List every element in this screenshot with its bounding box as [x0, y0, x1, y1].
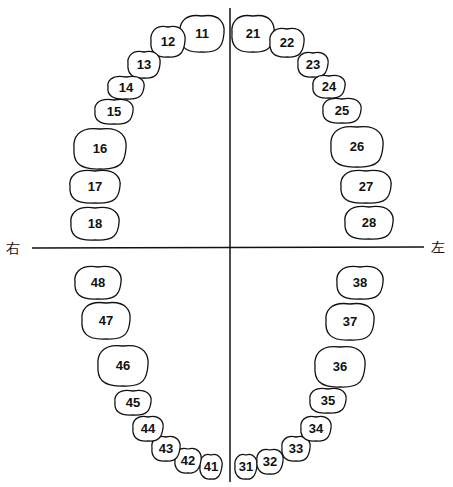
tooth-number: 16 [93, 142, 107, 155]
tooth-number: 21 [246, 27, 260, 40]
tooth: 36 [314, 344, 366, 388]
tooth: 25 [322, 96, 362, 124]
tooth-number: 44 [141, 422, 155, 435]
tooth-shape [74, 129, 126, 170]
tooth-shape [128, 51, 160, 78]
tooth-number: 23 [306, 58, 320, 71]
tooth-number: 35 [321, 394, 335, 407]
tooth: 15 [94, 97, 134, 125]
tooth: 18 [70, 205, 120, 241]
tooth-shape [200, 454, 222, 479]
tooth-number: 11 [195, 27, 209, 40]
tooth-number: 17 [88, 180, 102, 193]
tooth-number: 38 [353, 276, 367, 289]
tooth: 46 [97, 343, 149, 387]
tooth-number: 13 [137, 58, 151, 71]
tooth: 47 [81, 300, 131, 340]
tooth-number: 48 [91, 276, 105, 289]
tooth-shape [331, 127, 383, 168]
tooth: 16 [73, 126, 127, 170]
tooth: 41 [199, 452, 223, 480]
tooth-number: 46 [116, 359, 130, 372]
tooth-shape [133, 416, 163, 441]
tooth-shape [301, 416, 331, 441]
tooth: 27 [340, 168, 392, 204]
tooth-number: 41 [204, 460, 218, 473]
tooth-shape [341, 170, 391, 203]
tooth-number: 25 [335, 104, 349, 117]
tooth: 13 [127, 49, 161, 79]
tooth-shape [180, 16, 224, 53]
tooth: 22 [269, 26, 305, 58]
tooth-number: 27 [359, 180, 373, 193]
midline [229, 8, 231, 482]
tooth-shape [323, 98, 361, 123]
side-label: 右 [6, 241, 20, 255]
tooth-number: 47 [99, 314, 113, 327]
tooth-shape [315, 347, 365, 388]
tooth-shape [75, 266, 121, 299]
tooth-number: 36 [333, 360, 347, 373]
tooth: 37 [325, 301, 375, 341]
tooth-number: 22 [280, 36, 294, 49]
tooth: 11 [179, 13, 225, 53]
tooth-shape [326, 304, 374, 341]
tooth-number: 14 [119, 81, 133, 94]
tooth-number: 15 [107, 105, 121, 118]
tooth-shape [235, 454, 257, 479]
tooth-shape [270, 28, 304, 57]
tooth-shape [310, 388, 346, 413]
tooth: 26 [330, 124, 384, 168]
tooth: 35 [309, 386, 347, 414]
tooth-shape [82, 303, 130, 340]
tooth: 48 [74, 264, 122, 300]
tooth: 24 [312, 73, 346, 99]
tooth-shape [98, 346, 148, 387]
tooth-shape [108, 76, 144, 99]
tooth-number: 18 [88, 217, 102, 230]
tooth-number: 26 [350, 140, 364, 153]
tooth: 34 [300, 414, 332, 442]
tooth: 28 [344, 204, 394, 240]
tooth-shape [232, 16, 274, 53]
tooth: 38 [336, 264, 384, 300]
side-label: 左 [431, 240, 445, 254]
tooth-shape [70, 170, 120, 203]
tooth-number: 12 [161, 35, 175, 48]
tooth-number: 34 [309, 422, 323, 435]
tooth-shape [115, 390, 151, 415]
tooth-shape [257, 449, 283, 474]
tooth-number: 28 [362, 216, 376, 229]
tooth-number: 45 [126, 396, 140, 409]
tooth-number: 43 [159, 442, 173, 455]
tooth-number: 33 [289, 442, 303, 455]
tooth: 14 [107, 74, 145, 100]
tooth-shape [345, 206, 393, 239]
tooth: 45 [114, 388, 152, 416]
tooth-shape [151, 26, 185, 57]
tooth: 31 [234, 452, 258, 480]
tooth-shape [313, 75, 345, 98]
tooth: 23 [297, 50, 329, 78]
tooth: 17 [69, 168, 121, 204]
tooth-shape [337, 266, 383, 299]
tooth-shape [71, 207, 119, 240]
tooth-number: 42 [181, 454, 195, 467]
tooth-number: 37 [343, 315, 357, 328]
tooth-shape [298, 52, 328, 77]
tooth-number: 31 [239, 460, 253, 473]
tooth: 21 [231, 13, 275, 53]
occlusal-line [32, 247, 424, 248]
tooth: 32 [256, 447, 284, 475]
tooth-number: 24 [322, 80, 336, 93]
tooth: 44 [132, 414, 164, 442]
tooth-number: 32 [263, 455, 277, 468]
tooth-shape [95, 99, 133, 124]
